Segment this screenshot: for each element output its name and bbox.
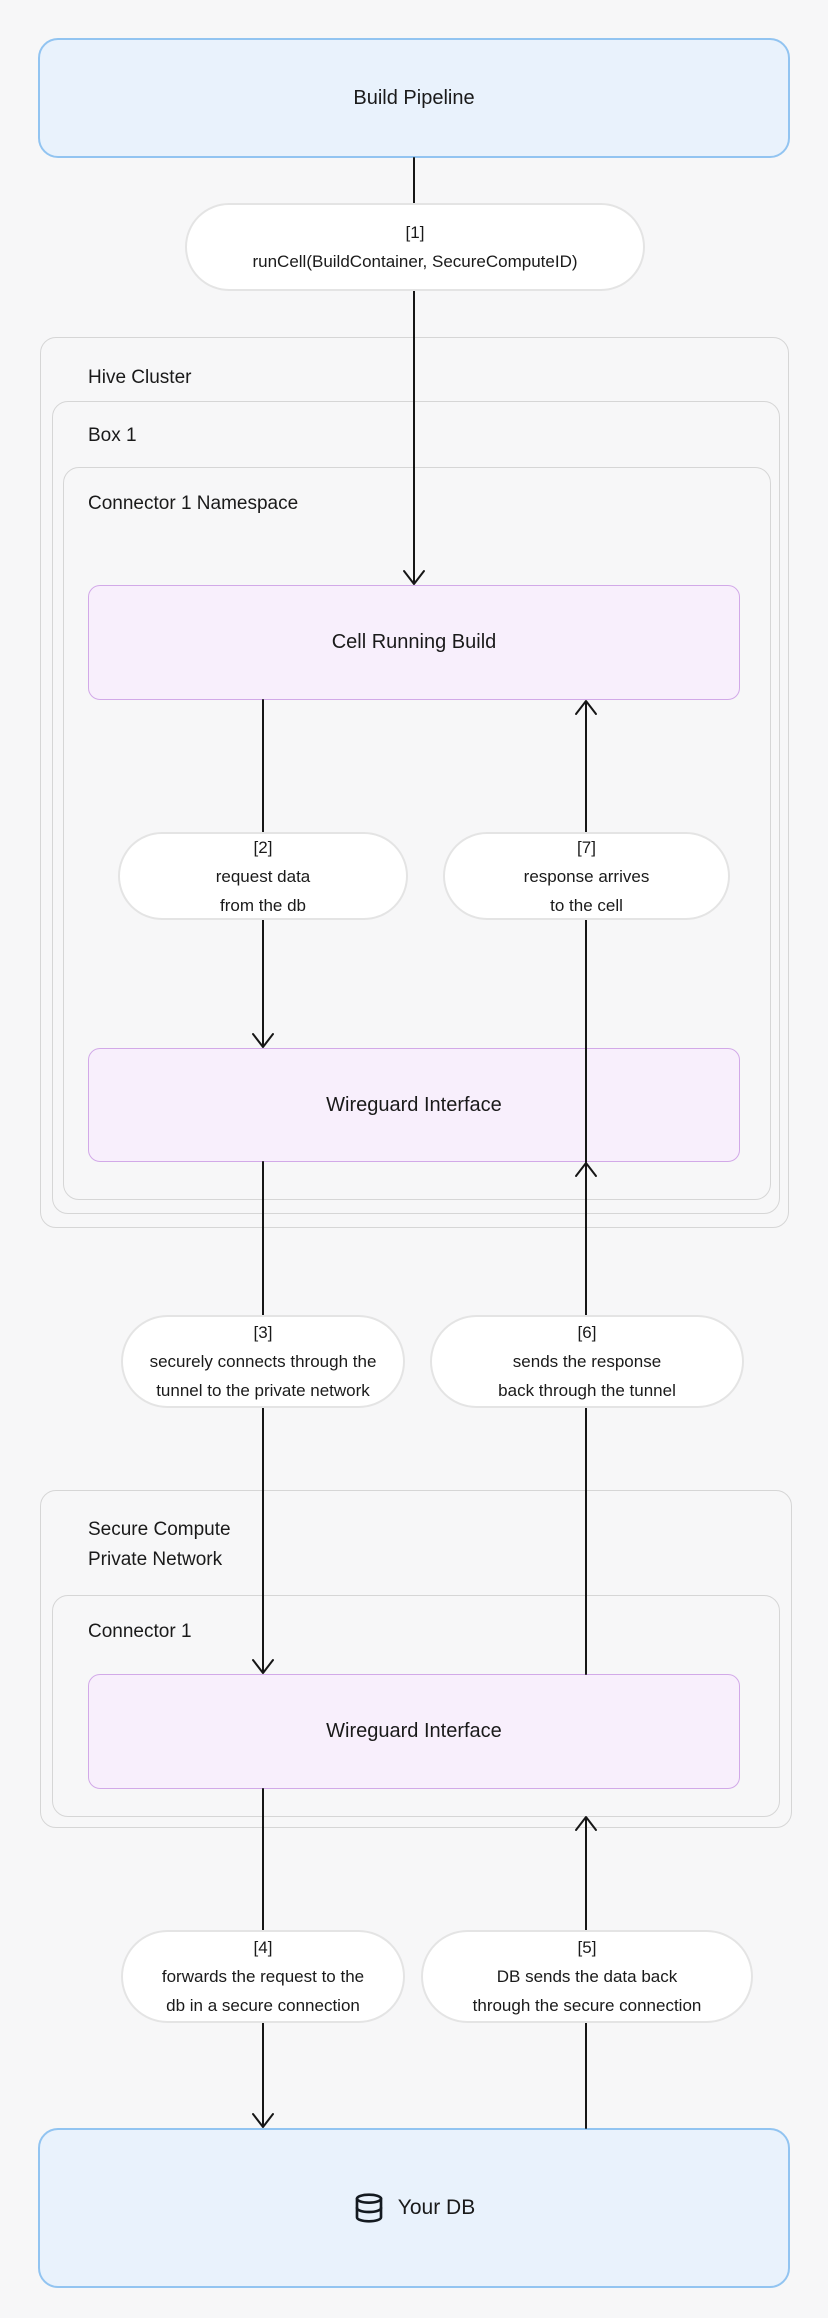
container-title-connector-1: Connector 1 (88, 1621, 192, 1642)
container-title-connector-1-namespace: Connector 1 Namespace (88, 493, 299, 514)
node-label: Cell Running Build (331, 631, 497, 653)
edge-label-2: [2] request data from the db (118, 832, 408, 920)
edge-label-line: through the secure connection (472, 1996, 702, 2015)
container-secure-compute-private-network (40, 1490, 792, 1828)
edge-label-line: from the db (220, 895, 306, 915)
node-build-pipeline: Build Pipeline (38, 38, 790, 158)
edge-step: [6] (577, 1323, 597, 1342)
node-wireguard-interface-secure: Wireguard Interface (88, 1674, 740, 1789)
edge-label-line: tunnel to the private network (156, 1381, 370, 1400)
edge-4-arrowhead-down (252, 2113, 274, 2128)
container-title-hive-cluster: Hive Cluster (88, 367, 192, 388)
node-label: Wireguard Interface (326, 1093, 502, 1116)
edge-label-line: response arrives (523, 866, 650, 886)
edge-label-4: [4] forwards the request to the db in a … (121, 1930, 405, 2023)
edge-label-line: securely connects through the (149, 1352, 377, 1371)
node-wireguard-interface-hive: Wireguard Interface (88, 1048, 740, 1162)
edge-label-line: DB sends the data back (496, 1967, 678, 1986)
container-connector-1 (52, 1595, 780, 1817)
node-label: Build Pipeline (353, 86, 475, 109)
edge-label-line: request data (215, 866, 311, 886)
node-your-db: Your DB (38, 2128, 790, 2288)
container-connector-1-namespace (63, 467, 771, 1200)
edge-label-6: [6] sends the response back through the … (430, 1315, 744, 1408)
container-box-1 (52, 401, 780, 1214)
edge-step: [7] (577, 837, 596, 857)
edge-label-line: sends the response (512, 1352, 662, 1371)
edge-step: [2] (253, 837, 273, 857)
container-title-box-1: Box 1 (88, 425, 137, 446)
container-title-line: Secure Compute (88, 1519, 231, 1540)
database-icon (355, 2193, 383, 2223)
edge-label-line: db in a secure connection (166, 1996, 360, 2015)
edge-label-7: [7] response arrives to the cell (443, 832, 730, 920)
edge-label-5: [5] DB sends the data back through the s… (421, 1930, 753, 2023)
node-cell-running-build: Cell Running Build (88, 585, 740, 700)
edge-label-1: [1] runCell(BuildContainer, SecureComput… (185, 203, 645, 291)
edge-label-line: runCell(BuildContainer, SecureComputeID) (252, 252, 578, 271)
edge-step: [4] (253, 1938, 273, 1957)
node-label: Your DB (397, 2196, 476, 2219)
edge-label-3: [3] securely connects through the tunnel… (121, 1315, 405, 1408)
edge-label-line: to the cell (550, 895, 623, 915)
container-title-line: Private Network (88, 1549, 223, 1570)
edge-step: [3] (253, 1323, 273, 1342)
node-label: Wireguard Interface (326, 1720, 502, 1742)
edge-step: [1] (405, 223, 425, 242)
edge-label-line: forwards the request to the (161, 1967, 365, 1986)
container-title-secure-compute-private-network: Secure Compute Private Network (88, 1515, 231, 1575)
edge-label-line: back through the tunnel (498, 1381, 676, 1400)
edge-step: [5] (577, 1938, 597, 1957)
